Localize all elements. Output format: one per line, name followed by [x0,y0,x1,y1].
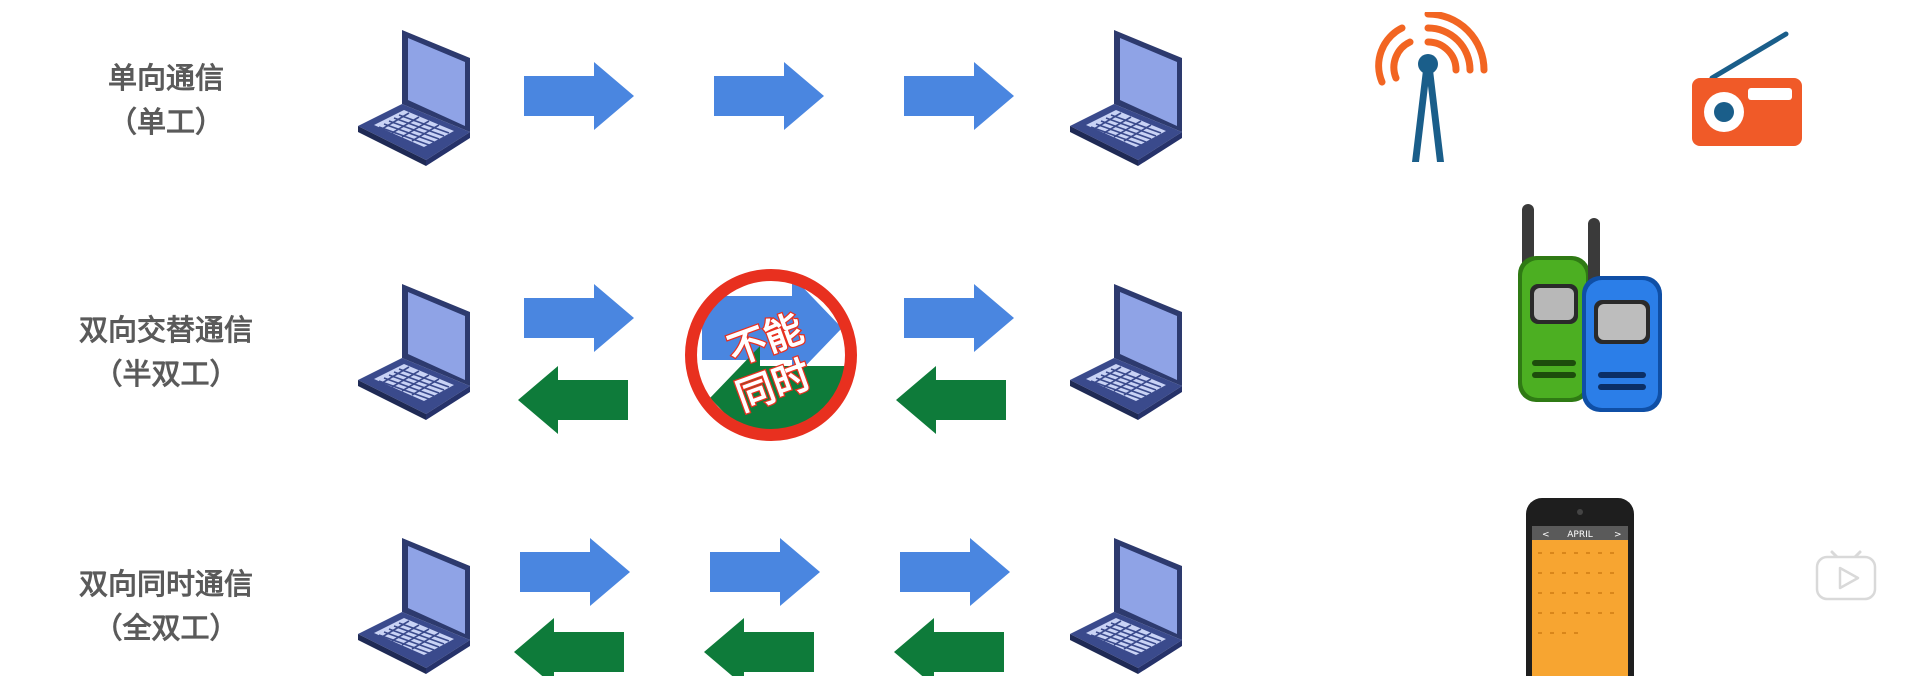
laptop-icon [357,284,471,421]
laptop-icon [1069,538,1183,675]
arrow-left-icon [896,366,1006,434]
radio-icon [1692,31,1802,146]
prohibit-sign: 不能 同时 [682,266,860,444]
smartphone-icon: < APRIL > [1526,498,1634,676]
row-label-simplex: 单向通信 （单工） [56,56,276,144]
arrow-right-icon [714,62,824,130]
calendar-month: APRIL [1567,530,1593,540]
prohibit-text-line1: 不能 [722,306,808,373]
arrow-right-icon [900,538,1010,606]
arrow-right-icon [904,284,1014,352]
arrow-right-icon [520,538,630,606]
row-label-half-duplex: 双向交替通信 （半双工） [56,308,276,396]
laptop-icon [1069,30,1183,167]
laptop-icon [357,538,471,675]
play-button[interactable] [1814,546,1878,602]
row-subtitle: （全双工） [93,611,239,645]
calendar-prev: < [1542,530,1550,540]
arrow-right-icon [524,62,634,130]
radio-tower-icon [1375,12,1488,162]
calendar-next: > [1614,530,1622,540]
arrow-left-icon [518,366,628,434]
row-title: 双向同时通信 [78,567,253,601]
subtitle-strip [590,662,1270,676]
play-icon [1815,550,1877,601]
arrow-right-icon [710,538,820,606]
laptop-icon [1069,284,1183,421]
row-title: 单向通信 [107,61,224,95]
laptop-icon [357,30,471,167]
arrow-right-icon [524,284,634,352]
arrow-right-icon [904,62,1014,130]
row-title: 双向交替通信 [78,313,253,347]
row-label-full-duplex: 双向同时通信 （全双工） [56,562,276,650]
row-subtitle: （半双工） [93,357,239,391]
row-subtitle: （单工） [107,105,224,139]
walkie-talkie-icon [1518,204,1662,412]
